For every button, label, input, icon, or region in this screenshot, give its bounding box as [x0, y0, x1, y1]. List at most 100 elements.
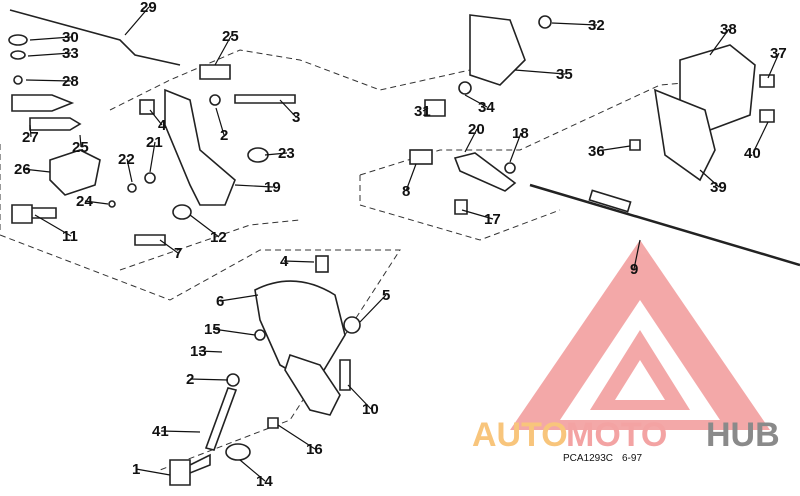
callout-8: 8: [402, 183, 410, 200]
leader-line: [464, 94, 488, 108]
callout-24: 24: [76, 193, 93, 210]
leader-line: [214, 35, 232, 66]
callout-20: 20: [468, 121, 485, 138]
leader-line: [159, 239, 179, 254]
leader-line: [633, 239, 641, 270]
leader-line: [359, 294, 387, 323]
callout-34: 34: [478, 99, 495, 116]
callout-38: 38: [720, 21, 737, 38]
drawing-date: 6-97: [622, 453, 642, 464]
leader-line: [514, 69, 566, 75]
leader-line: [464, 128, 478, 153]
leader-line: [189, 378, 229, 381]
leader-line: [551, 22, 598, 26]
callout-30: 30: [62, 29, 79, 46]
callout-10: 10: [362, 401, 379, 418]
callout-2: 2: [220, 127, 228, 144]
callout-23: 23: [278, 145, 295, 162]
callout-12: 12: [210, 229, 227, 246]
watermark-logo-triangle: [510, 240, 770, 430]
leader-line: [215, 107, 225, 136]
callout-39: 39: [710, 179, 727, 196]
leader-line: [160, 430, 201, 433]
leader-line: [198, 350, 223, 353]
control-cable: [529, 183, 800, 267]
callout-5: 5: [382, 287, 390, 304]
parts: [8, 9, 800, 486]
callout-29: 29: [140, 0, 157, 16]
leader-line: [264, 152, 288, 156]
callout-17: 17: [484, 211, 501, 228]
leader-line: [405, 163, 417, 192]
callout-26: 26: [14, 161, 31, 178]
drawing-code: PCA1293C: [563, 453, 613, 464]
leader-line: [27, 52, 72, 57]
callout-31: 31: [414, 103, 431, 120]
callout-11: 11: [62, 228, 78, 245]
callout-35: 35: [556, 66, 573, 83]
leader-line: [709, 28, 730, 56]
leader-line: [234, 184, 274, 188]
callout-4: 4: [158, 117, 167, 134]
leader-line: [347, 384, 372, 410]
leader-line: [124, 6, 150, 36]
callout-18: 18: [512, 125, 529, 142]
leader-line: [79, 134, 82, 148]
leader-line: [189, 214, 220, 238]
watermark-text: AUTO MOTO HUB: [472, 416, 780, 454]
watermark-hub: HUB: [706, 416, 780, 454]
watermark-moto: MOTO: [566, 416, 667, 454]
leader-line: [22, 168, 51, 173]
leader-line: [135, 468, 171, 476]
callout-37: 37: [770, 45, 787, 62]
leader-line: [422, 107, 429, 112]
callout-28: 28: [62, 73, 79, 90]
callout-21: 21: [146, 134, 163, 151]
callout-4: 4: [280, 253, 289, 270]
leader-line: [596, 145, 631, 152]
leader-line: [149, 109, 163, 126]
callout-40: 40: [744, 145, 761, 162]
callout-13: 13: [190, 343, 207, 360]
callout-32: 32: [588, 17, 605, 34]
leader-line: [34, 214, 72, 237]
leader-line: [84, 200, 109, 205]
callout-15: 15: [204, 321, 221, 338]
callout-16: 16: [306, 441, 323, 458]
leader-line: [219, 294, 259, 302]
leader-line: [283, 260, 315, 263]
callout-6: 6: [216, 293, 224, 310]
leader-line: [277, 424, 316, 450]
leader-line: [25, 79, 72, 82]
callout-9: 9: [630, 261, 638, 278]
leader-line: [767, 52, 780, 79]
callout-33: 33: [62, 45, 79, 62]
leader-line: [699, 169, 720, 188]
leader-line: [239, 459, 266, 482]
watermark-auto: AUTO: [472, 416, 568, 454]
callout-7: 7: [174, 245, 182, 262]
leader-line: [149, 141, 156, 173]
callout-19: 19: [264, 179, 281, 196]
callout-14: 14: [256, 473, 273, 490]
callout-3: 3: [292, 109, 300, 126]
callout-1: 1: [132, 461, 140, 478]
leader-line: [279, 99, 297, 118]
callout-36: 36: [588, 143, 605, 160]
leader-line: [461, 209, 494, 220]
leader-line: [212, 328, 256, 336]
leader-line: [29, 124, 32, 138]
leader-line: [126, 158, 133, 183]
callout-41: 41: [152, 423, 169, 440]
callout-22: 22: [118, 151, 135, 168]
throttle-rod: [9, 9, 181, 66]
callout-2: 2: [186, 371, 194, 388]
callout-27: 27: [22, 129, 39, 146]
callout-25: 25: [72, 139, 89, 156]
leader-line: [509, 132, 522, 163]
leader-line: [752, 121, 769, 154]
callout-25: 25: [222, 28, 239, 45]
